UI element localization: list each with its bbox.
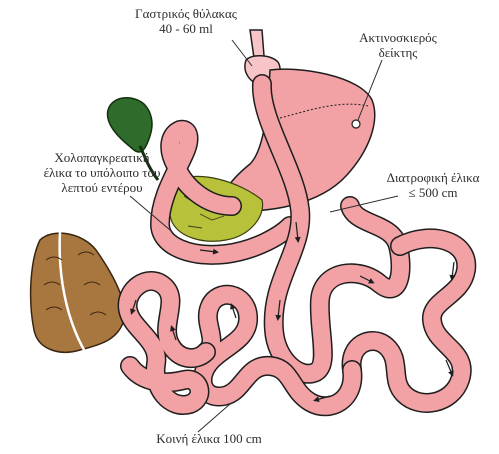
gastric-pouch-label: Γαστρικός θύλακας 40 - 60 ml	[118, 6, 254, 36]
radiopaque-marker-label-line1: Ακτινοσκιερός	[330, 30, 466, 45]
alimentary-label-line2: ≤ 500 cm	[370, 185, 496, 200]
radiopaque-marker-dot	[352, 120, 360, 128]
flow-arrow	[452, 262, 454, 278]
gastric-pouch-label-line1: Γαστρικός θύλακας	[118, 6, 254, 21]
alimentary-limb-label: Διατροφική έλικα ≤ 500 cm	[370, 170, 496, 200]
common-limb-label: Κοινή έλικα 100 cm	[144, 431, 274, 446]
colon	[31, 232, 126, 400]
biliopancreatic-limb-label: Χολοπαγκρεατική έλικα το υπόλοιπο του λε…	[14, 150, 190, 195]
common-label-line1: Κοινή έλικα 100 cm	[144, 431, 274, 446]
radiopaque-marker-label: Ακτινοσκιερός δείκτης	[330, 30, 466, 60]
biliopancreatic-label-line2: έλικα το υπόλοιπο του	[14, 165, 190, 180]
biliopancreatic-label-line1: Χολοπαγκρεατική	[14, 150, 190, 165]
leader-common	[198, 404, 230, 432]
radiopaque-marker-label-line2: δείκτης	[330, 45, 466, 60]
biliopancreatic-label-line3: λεπτού εντέρου	[14, 180, 190, 195]
leader-pouch	[232, 40, 252, 66]
alimentary-label-line1: Διατροφική έλικα	[370, 170, 496, 185]
gastric-pouch-label-line2: 40 - 60 ml	[118, 21, 254, 36]
